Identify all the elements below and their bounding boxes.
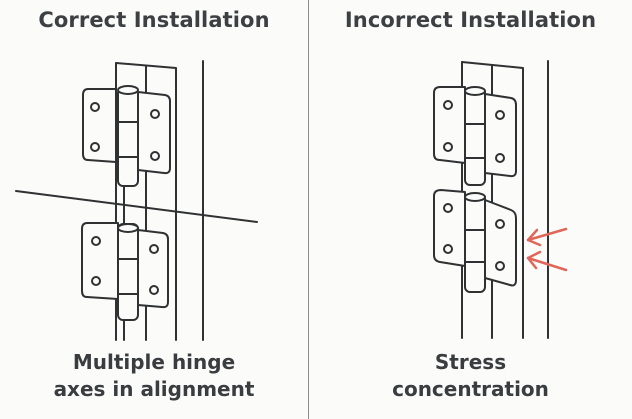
correct-installation-caption: Multiple hinge axes in alignment	[0, 349, 308, 403]
incorrect-installation-panel: Incorrect Installation	[309, 0, 632, 419]
correct-installation-title: Correct Installation	[38, 8, 270, 32]
lower-hinge	[81, 222, 169, 321]
screw-hole	[443, 100, 453, 110]
incorrect-installation-title: Incorrect Installation	[344, 8, 597, 32]
panel-divider	[308, 0, 309, 419]
screw-hole	[495, 219, 505, 229]
caption-line-1: Stress	[434, 350, 507, 374]
screw-hole	[495, 261, 505, 271]
screw-hole	[443, 203, 453, 213]
screw-hole	[91, 276, 101, 286]
caption-line-2: concentration	[392, 377, 549, 401]
screw-hole	[149, 285, 159, 295]
lower-hinge	[433, 189, 517, 293]
screw-hole	[90, 102, 100, 112]
correct-installation-panel: Correct Installation	[0, 0, 308, 419]
stress-arrow-upper-icon	[526, 227, 568, 247]
upper-hinge	[82, 85, 171, 187]
screw-hole	[443, 244, 453, 254]
caption-line-2: axes in alignment	[53, 377, 255, 401]
screw-hole	[495, 110, 505, 120]
screw-hole	[91, 236, 101, 246]
screw-hole	[149, 244, 159, 254]
screw-hole	[150, 151, 160, 161]
screw-hole	[443, 142, 453, 152]
upper-hinge	[433, 86, 517, 186]
screw-hole	[495, 153, 505, 163]
caption-line-1: Multiple hinge	[72, 350, 236, 374]
alignment-axis-line	[15, 190, 258, 223]
correct-hinge-illustration	[15, 60, 258, 341]
incorrect-installation-caption: Stress concentration	[309, 349, 632, 403]
stress-arrow-lower-icon	[526, 250, 568, 272]
stress-arrows	[526, 227, 568, 272]
incorrect-hinge-illustration	[433, 60, 568, 339]
screw-hole	[90, 142, 100, 152]
screw-hole	[150, 109, 160, 119]
